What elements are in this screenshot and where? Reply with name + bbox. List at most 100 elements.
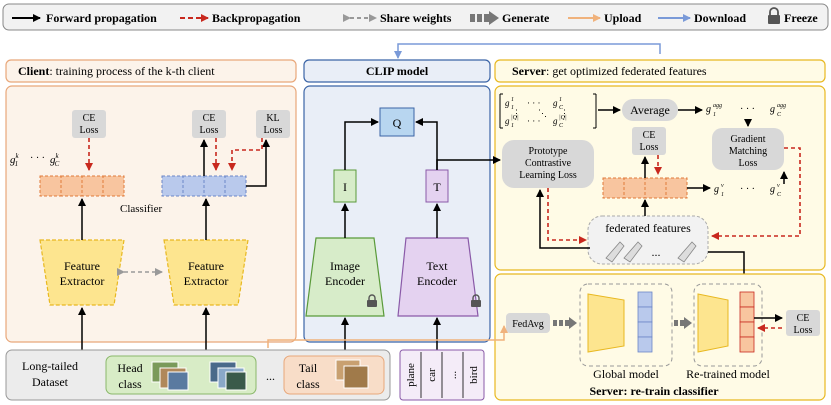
server-retrained-label: Re-trained model <box>686 367 770 381</box>
legend: Forward propagation Backpropagation Shar… <box>2 3 829 31</box>
svg-text:· · ·: · · · <box>740 104 755 115</box>
server-ce-loss-l1: CE <box>643 130 656 141</box>
server-federated-dots: ... <box>652 245 661 259</box>
server-retrained-extractor <box>697 293 729 353</box>
server-ce-loss-l2: Loss <box>640 142 659 153</box>
client-ce-loss-left-l1: CE <box>83 113 96 124</box>
clip-t-to-prototype <box>436 156 501 170</box>
legend-backprop: Backpropagation <box>212 11 301 25</box>
prompt-plane: plane <box>405 363 417 387</box>
lock-icon <box>768 7 780 24</box>
server-federated-feature-items <box>605 241 697 263</box>
svg-text:g: g <box>770 184 775 195</box>
svg-text:C: C <box>559 105 564 111</box>
clip-header <box>303 59 491 83</box>
client-classifier-vector <box>161 175 247 197</box>
server-proto-l2: Contrastive <box>525 158 572 169</box>
server-bottom-ce-loss <box>786 310 820 336</box>
client-feature-vector-left <box>39 175 125 197</box>
server-generate-arrow-2 <box>674 317 692 329</box>
text-encoder-lock-icon <box>471 294 481 307</box>
svg-text:g: g <box>553 98 558 108</box>
clip-i: I <box>343 180 347 194</box>
server-gm-l2: Matching <box>729 146 767 157</box>
svg-text:agg: agg <box>777 103 786 109</box>
head-class-l2: class <box>118 377 142 391</box>
legend-generate: Generate <box>502 11 550 25</box>
svg-text:· · ·: · · · <box>527 98 541 108</box>
prompt-car: car <box>426 368 438 382</box>
svg-text:· · ·: · · · <box>740 184 755 195</box>
svg-text:1: 1 <box>511 105 514 111</box>
server-top-panel: Server: get optimized federated features… <box>436 59 826 287</box>
server-gradient-matching <box>712 128 784 170</box>
svg-text:1: 1 <box>713 112 716 118</box>
legend-upload: Upload <box>604 11 642 25</box>
server-generate-arrow-1 <box>553 317 577 329</box>
clip-i-to-q <box>344 118 379 170</box>
svg-text:C: C <box>559 123 564 129</box>
svg-text:1: 1 <box>511 97 514 103</box>
svg-text:1: 1 <box>559 97 562 103</box>
clip-t-to-q <box>415 118 438 170</box>
server-backprop-proto <box>547 188 587 244</box>
server-feature-vector <box>602 177 688 199</box>
client-fwd-to-kl <box>246 139 270 187</box>
server-average <box>622 99 678 121</box>
svg-text:v: v <box>721 183 724 189</box>
server-fedavg-label: FedAvg <box>512 319 543 330</box>
generate-arrow-icon <box>470 11 499 25</box>
svg-text:C: C <box>777 192 782 198</box>
svg-text:g: g <box>770 104 775 115</box>
clip-image-encoder-l2: Encoder <box>325 274 365 288</box>
server-proto-l1: Prototype <box>529 146 568 157</box>
server-gm-l1: Gradient <box>731 134 766 145</box>
clip-text-encoder-l2: Encoder <box>417 274 457 288</box>
svg-text:|Q|: |Q| <box>559 115 567 121</box>
svg-text:g: g <box>505 116 510 126</box>
clip-q-box <box>379 107 415 137</box>
svg-text:⋮: ⋮ <box>560 108 569 118</box>
client-ce-loss-right-l1: CE <box>203 113 216 124</box>
svg-text:1: 1 <box>511 123 514 129</box>
image-encoder-lock-icon <box>367 294 377 307</box>
client-fe1-l1: Feature <box>64 259 100 273</box>
download-arrow <box>394 43 661 59</box>
client-g-dots: · · · <box>30 153 45 164</box>
client-backprop-kl <box>228 138 263 171</box>
client-fe2-l1: Feature <box>188 259 224 273</box>
svg-text:g: g <box>706 104 711 115</box>
legend-background <box>2 3 829 31</box>
server-global-extractor <box>587 293 625 353</box>
svg-text:g: g <box>505 98 510 108</box>
svg-text:g: g <box>553 116 558 126</box>
client-panel: Client: training process of the k-th cli… <box>5 59 297 350</box>
svg-text:g: g <box>714 184 719 195</box>
legend-freeze: Freeze <box>784 11 818 25</box>
client-ce-loss-left <box>72 110 106 138</box>
server-retrained-model-frame <box>693 283 763 367</box>
client-kl-loss-l1: KL <box>266 113 279 124</box>
server-title: Server: get optimized federated features <box>512 64 707 78</box>
server-bottom-body <box>494 273 826 401</box>
server-backprop-gm <box>711 147 801 240</box>
legend-forward: Forward propagation <box>46 11 157 25</box>
client-feature-extractor-1 <box>39 239 125 306</box>
clip-t: T <box>433 180 441 194</box>
prompt-bird: bird <box>468 366 480 384</box>
client-fe1-l2: Extractor <box>60 274 105 288</box>
server-fed-to-proto <box>536 189 590 249</box>
server-global-model-frame <box>579 283 673 367</box>
svg-text:1: 1 <box>721 192 724 198</box>
client-header <box>5 59 297 83</box>
clip-title: CLIP model <box>366 64 429 78</box>
legend-download: Download <box>694 11 746 25</box>
clip-text-encoder <box>397 237 479 317</box>
server-global-model-label: Global model <box>593 367 659 381</box>
dataset-dots: ... <box>266 369 275 383</box>
